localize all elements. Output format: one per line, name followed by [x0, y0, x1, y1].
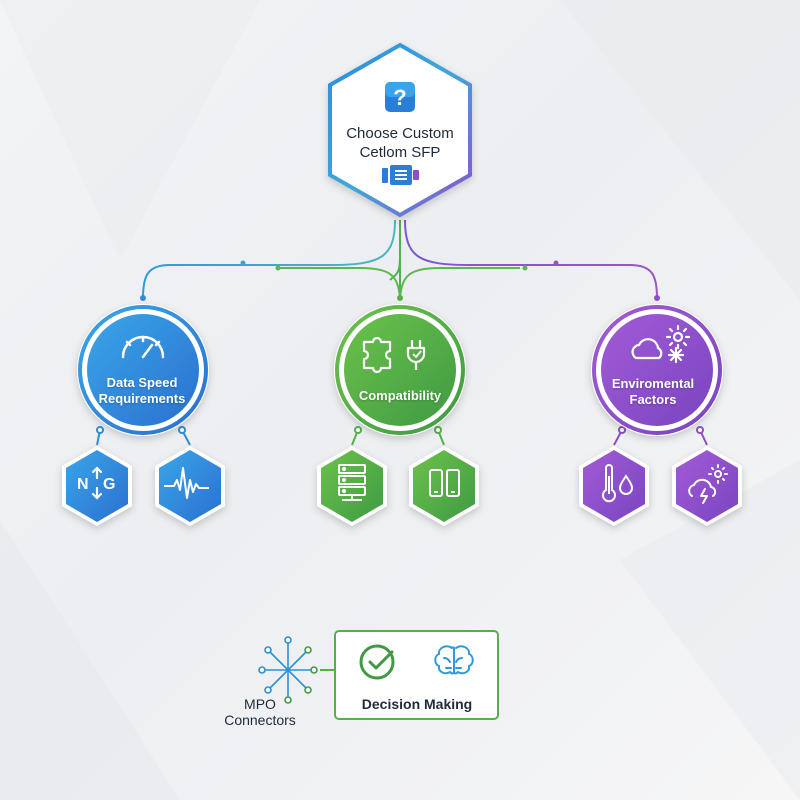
- line-root-to-env: [404, 219, 658, 299]
- category-speed-label-line1: Data Speed: [106, 375, 178, 390]
- mpo-label-line2: Connectors: [224, 712, 296, 728]
- subnode-compat-2: [409, 446, 479, 526]
- mpo-label-line1: MPO: [244, 696, 276, 712]
- sfp-module-icon: [382, 165, 419, 185]
- thermometer-drop-icon: [602, 464, 634, 503]
- category-environment-label-line2: Factors: [629, 392, 677, 407]
- cloud-snow-sun-icon: [631, 324, 691, 364]
- ng-letter-n: N: [77, 476, 89, 493]
- line-dot: [522, 265, 528, 271]
- category-environment-label-line1: Enviromental: [611, 376, 695, 391]
- line-dot: [654, 295, 660, 301]
- line-dot: [275, 265, 281, 271]
- question-icon: ?: [385, 82, 415, 112]
- svg-text:?: ?: [393, 85, 406, 110]
- line-dot: [397, 295, 403, 301]
- storm-cloud-icon: [688, 464, 728, 504]
- line-dot: [240, 260, 246, 266]
- ng-letter-g: G: [103, 476, 116, 493]
- brain-icon: [434, 645, 474, 675]
- category-speed: [77, 304, 209, 436]
- category-environment: [591, 304, 723, 436]
- decision-box: [334, 630, 499, 720]
- line-dot: [553, 260, 559, 266]
- root-title: Choose Custom: [346, 125, 454, 142]
- ng-arrows-icon: [91, 466, 103, 500]
- speedometer-icon: [121, 335, 165, 359]
- subnode-speed-1: [62, 446, 132, 526]
- root-node: [328, 42, 472, 218]
- line-root-green-branch: [280, 267, 520, 299]
- server-rack-icon: [338, 464, 366, 501]
- subnode-env-2: [672, 446, 742, 526]
- category-compatibility-label: Compatibility: [358, 388, 442, 403]
- mpo-connector-icon: [258, 636, 334, 704]
- waveform-icon: [164, 467, 209, 499]
- subnode-env-1: [579, 446, 649, 526]
- line-dot: [140, 295, 146, 301]
- puzzle-plug-icon: [362, 336, 426, 374]
- decision-label: Decision Making: [361, 696, 473, 712]
- category-compatibility: [334, 304, 466, 436]
- category-speed-label-line2: Requirements: [98, 391, 186, 406]
- devices-icon: [429, 469, 460, 497]
- root-subtitle: Cetlom SFP: [359, 144, 441, 161]
- connector-lines: [96, 219, 708, 446]
- checkmark-icon: [359, 644, 395, 680]
- line-root-to-speed: [142, 219, 396, 299]
